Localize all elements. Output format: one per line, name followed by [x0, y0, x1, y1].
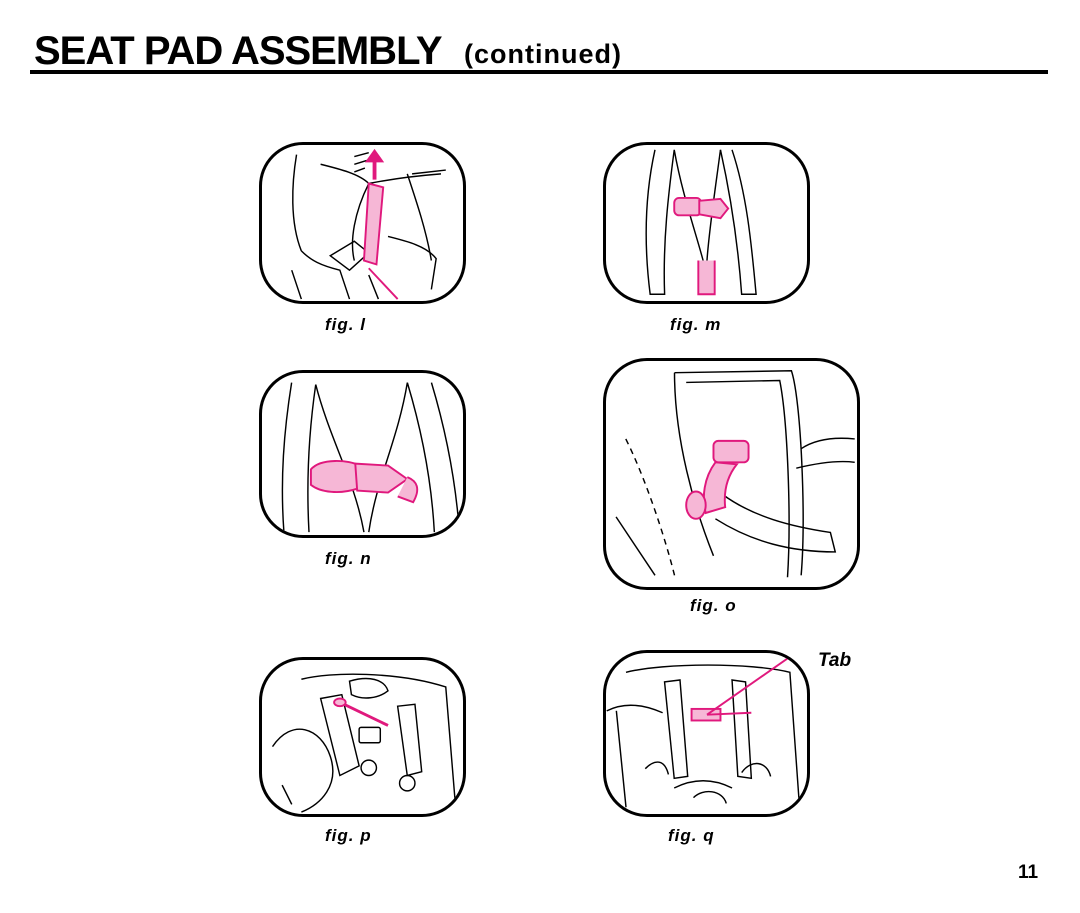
figure-l-illustration — [259, 142, 466, 304]
figure-n-caption: fig. n — [325, 549, 372, 568]
figure-p-illustration — [259, 657, 466, 817]
page-number: 11 — [1018, 862, 1039, 883]
figure-p-caption: fig. p — [325, 826, 372, 845]
figure-q-tab — [690, 653, 798, 722]
figure-l-drawing — [291, 148, 446, 300]
figure-m-drawing — [645, 149, 757, 296]
figure-o-illustration — [603, 358, 860, 590]
figure-l-caption: fig. l — [325, 315, 366, 334]
figure-n-chest-clip — [309, 460, 419, 504]
page-subtitle: (continued) — [464, 39, 622, 69]
figure-n-drawing — [281, 382, 461, 533]
header-rule — [30, 70, 1048, 74]
figure-o-buckle-tab — [685, 439, 750, 520]
figure-n-illustration — [259, 370, 466, 538]
figure-q-illustration — [603, 650, 810, 817]
page-header: SEAT PAD ASSEMBLY (continued) — [30, 28, 1048, 74]
figure-q-caption: fig. q — [668, 826, 715, 845]
page-title: SEAT PAD ASSEMBLY — [34, 29, 443, 73]
figure-l-strap — [362, 148, 399, 300]
figure-m-chest-clip — [673, 197, 730, 296]
figure-m-caption: fig. m — [670, 315, 722, 334]
figure-p-drawing — [271, 673, 457, 813]
figure-q-drawing — [606, 653, 801, 808]
figure-m-illustration — [603, 142, 810, 304]
figure-o-caption: fig. o — [690, 596, 737, 615]
figure-q-tab-label: Tab — [818, 650, 852, 671]
figure-o-drawing — [615, 370, 855, 578]
figure-p-tab — [333, 697, 389, 727]
figure-q-tab-leader-line — [706, 653, 798, 716]
